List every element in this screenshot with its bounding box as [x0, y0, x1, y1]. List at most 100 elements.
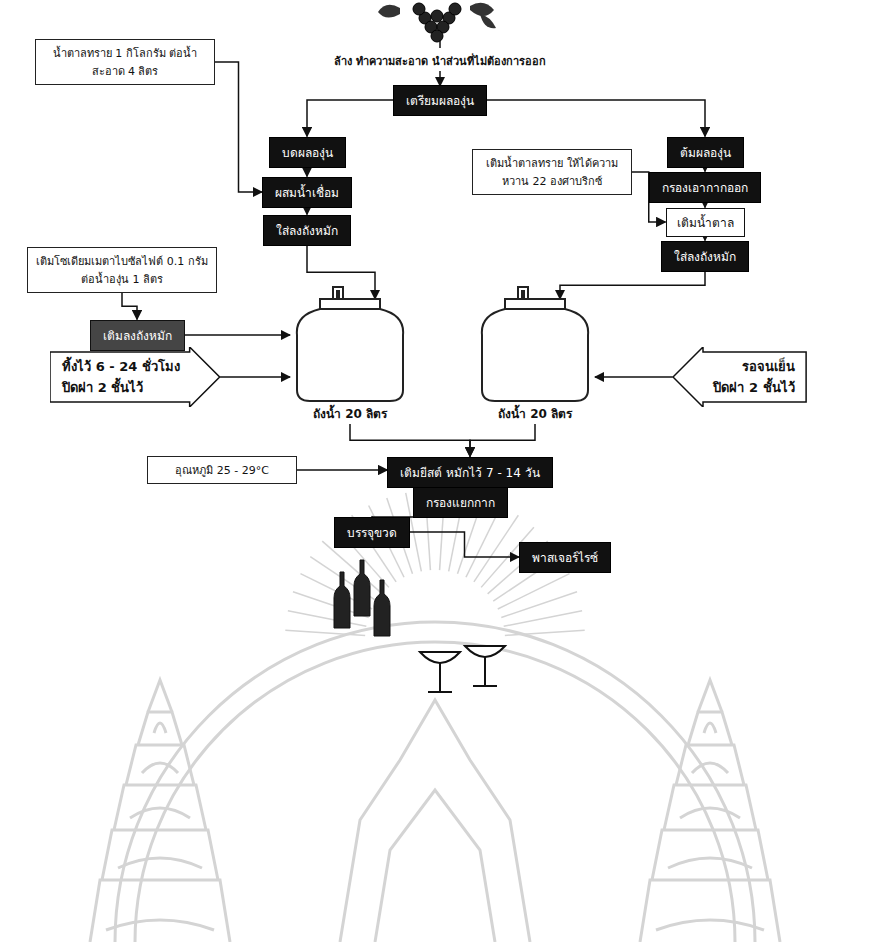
node-text: เติมน้ำตาล [677, 213, 734, 232]
step-note: ล้าง ทำความสะอาด นำส่วนที่ไม่ต้องการออก [331, 51, 549, 71]
flow-arrow [560, 272, 705, 300]
note-box: เติมโซเดียมเมตาไบซัลไฟต์ 0.1 กรัม ต่อน้ำ… [27, 247, 217, 293]
flow-arrow [470, 424, 535, 457]
wine-bottles [334, 560, 390, 636]
illustration-stroke [420, 652, 460, 663]
illustration-stroke [473, 685, 497, 687]
flow-arrow [185, 334, 291, 336]
node-text: ปิดฝา 2 ชั้นไว้ [713, 377, 794, 398]
illustration-stroke [106, 920, 214, 930]
node-text: ทิ้งไว้ 6 - 24 ชั่วโมง [62, 356, 180, 377]
illustration-stroke [413, 3, 425, 15]
illustration-stroke [90, 880, 230, 942]
process-box: เติมลงถังหมัก [90, 320, 185, 351]
flow-arrow [122, 293, 137, 320]
note-box: เติมน้ำตาลทราย ให้ได้ความหวาน 22 องศาบริ… [472, 149, 632, 195]
illustration-stroke [465, 646, 505, 657]
node-text: บรรจุขวด [347, 523, 397, 542]
tank-neck [505, 299, 565, 309]
block-arrow-shape [50, 347, 220, 407]
illustration-stroke [148, 680, 172, 712]
illustration-stroke [504, 611, 582, 627]
illustration-stroke [640, 880, 780, 942]
flow-arrow [306, 168, 308, 177]
node-text: พาสเจอร์ไรซ์ [532, 548, 598, 567]
illustration-stroke [375, 790, 495, 942]
illustration-stroke [340, 700, 530, 942]
process-box: เตรียมผลองุ่น [393, 85, 487, 116]
block-arrow-outline [50, 347, 220, 407]
process-box: กรองเอากากออก [649, 172, 761, 203]
illustration-stroke [118, 858, 202, 868]
node-text: บดผลองุ่น [282, 143, 333, 162]
illustration-stroke [90, 680, 230, 942]
illustration-stroke [664, 785, 756, 830]
node-text: ใส่ลงถังหมัก [674, 247, 736, 266]
tank-outline [295, 285, 405, 403]
tank-label: ถังน้ำ 20 ลิตร [495, 403, 575, 424]
process-box: พาสเจอร์ไรซ์ [519, 542, 611, 573]
illustration-stroke [688, 712, 732, 745]
process-box: กรองแยกกาก [413, 487, 508, 518]
airlock-tube [333, 287, 343, 299]
illustration-stroke [354, 560, 370, 616]
fermentation-tank: ถังน้ำ 20 ลิตร [475, 285, 595, 424]
node-text: เติมโซเดียมเมตาไบซัลไฟต์ 0.1 กรัม ต่อน้ำ… [36, 252, 208, 288]
illustration-stroke [126, 745, 194, 785]
tank-neck [320, 299, 380, 309]
illustration-stroke [431, 10, 443, 22]
illustration-stroke [135, 642, 735, 942]
flow-arrow [220, 376, 290, 378]
node-text: รอจนเย็น [713, 356, 794, 377]
illustration-stroke [334, 572, 350, 628]
node-text: ปิดฝา 2 ชั้นไว้ [62, 377, 180, 398]
note-box: อุณหภูมิ 25 - 29°C [147, 456, 297, 484]
flow-arrow [215, 62, 262, 192]
block-arrow-note: รอจนเย็นปิดฝา 2 ชั้นไว้ [673, 347, 806, 407]
node-text: กรองเอากากออก [662, 178, 748, 197]
illustration-stroke [115, 622, 755, 942]
node-text: ใส่ลงถังหมัก [276, 221, 338, 240]
note-box: น้ำตาลทราย 1 กิโลกรัม ต่อน้ำสะอาด 4 ลิตร [35, 39, 215, 85]
airlock-tube [518, 287, 528, 299]
flow-arrow [307, 246, 375, 300]
flow-arrow [306, 208, 308, 215]
process-box: ใส่ลงถังหมัก [661, 241, 749, 272]
block-arrow-shape [673, 347, 806, 407]
process-box: ต้มผลองุ่น [667, 137, 744, 168]
wine-glasses [420, 646, 505, 692]
illustration-stroke [154, 723, 166, 733]
grape-illustration [378, 3, 496, 42]
illustration-stroke [285, 630, 365, 635]
illustration-stroke [498, 574, 570, 609]
illustration-stroke [676, 745, 744, 785]
node-text: เตรียมผลองุ่น [406, 91, 474, 110]
illustration-stroke [130, 808, 190, 818]
illustration-stroke [142, 763, 178, 773]
illustration-stroke [138, 712, 182, 745]
illustration-stroke [640, 680, 780, 942]
illustration-stroke [484, 656, 486, 686]
illustration-stroke [102, 830, 218, 880]
illustration-stroke [431, 30, 443, 42]
flow-arrow [410, 532, 519, 557]
flow-arrow [297, 469, 387, 471]
node-text: น้ำตาลทราย 1 กิโลกรัม ต่อน้ำสะอาด 4 ลิตร [44, 44, 206, 80]
illustration-stroke [114, 785, 206, 830]
flow-arrow [350, 424, 470, 457]
illustration-stroke [692, 763, 728, 773]
process-box: ใส่ลงถังหมัก [263, 215, 351, 246]
illustration-stroke [505, 630, 585, 635]
illustration-stroke [428, 691, 452, 693]
flow-arrow [487, 100, 705, 137]
node-text: ต้มผลองุ่น [680, 143, 731, 162]
node-text: เติมยีสต์ หมักไว้ 7 - 14 วัน [400, 463, 539, 482]
grape-stem-line [439, 40, 441, 48]
fermentation-tank: ถังน้ำ 20 ลิตร [290, 285, 410, 424]
node-text: ผสมน้ำเชื่อม [275, 183, 339, 202]
process-box: ผสมน้ำเชื่อม [262, 177, 352, 208]
illustration-stroke [449, 3, 461, 15]
tank-body [482, 309, 588, 401]
tank-outline [480, 285, 590, 403]
